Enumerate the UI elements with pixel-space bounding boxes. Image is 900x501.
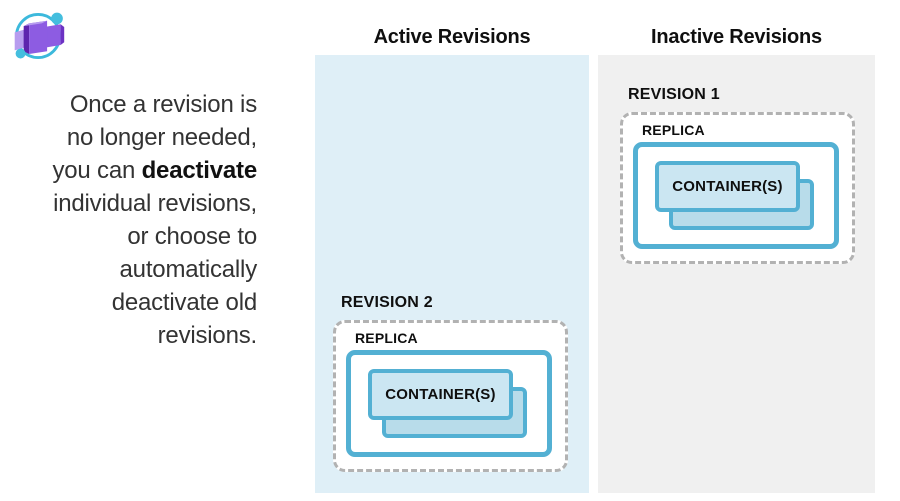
inactive-revisions-heading: Inactive Revisions [651, 26, 822, 48]
intro-text-bold-deactivate: deactivate [141, 157, 258, 184]
revision-1-label: REVISION 1 [628, 86, 720, 103]
replica-box: CONTAINER(S) [346, 350, 552, 457]
intro-text: Once a revision is no longer needed, you… [15, 88, 257, 352]
container-apps-logo-icon [14, 12, 65, 60]
revision-2-boundary: REPLICA CONTAINER(S) [333, 320, 568, 472]
intro-text-start: Once a revision is no longer needed, you… [52, 91, 257, 184]
container-card: CONTAINER(S) [368, 369, 513, 420]
replica-box: CONTAINER(S) [633, 142, 839, 249]
replica-label: REPLICA [642, 122, 705, 138]
active-revisions-heading: Active Revisions [373, 26, 531, 48]
revision-2-group: REVISION 2 REPLICA CONTAINER(S) [333, 292, 568, 472]
container-card: CONTAINER(S) [655, 161, 800, 212]
revision-2-label: REVISION 2 [341, 294, 433, 311]
replica-label: REPLICA [355, 330, 418, 346]
revision-1-boundary: REPLICA CONTAINER(S) [620, 112, 855, 264]
intro-text-end: individual revisions, or choose to autom… [53, 190, 257, 349]
revision-1-group: REVISION 1 REPLICA CONTAINER(S) [620, 84, 855, 264]
